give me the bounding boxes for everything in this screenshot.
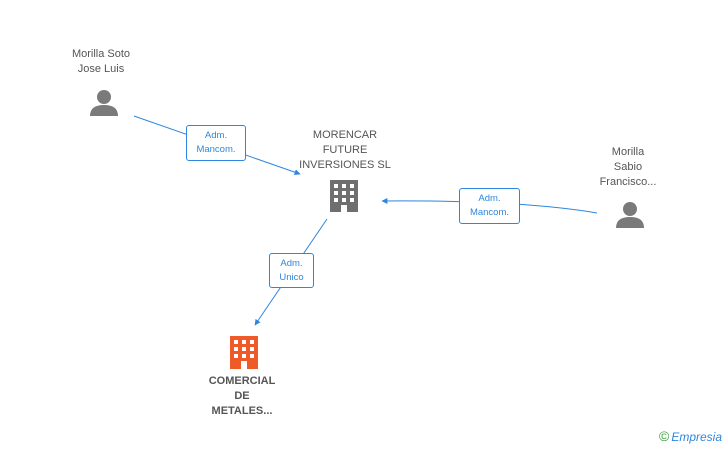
company-label-line: COMERCIAL: [208, 375, 276, 387]
copyright-icon: ©: [658, 428, 670, 444]
edge-label-line: Adm.: [478, 193, 501, 204]
person-label-morilla-soto[interactable]: Morilla Soto Jose Luis: [58, 47, 144, 77]
edge-label-adm-unico: Adm. Unico: [269, 253, 314, 288]
company-label-comercial-metales[interactable]: COMERCIAL DE METALES...: [196, 374, 288, 419]
person-label-line: Morilla Soto: [71, 48, 131, 60]
person-label-morilla-sabio[interactable]: Morilla Sabio Francisco...: [588, 145, 668, 190]
building-icon[interactable]: [330, 180, 358, 212]
edge-label-line: Adm.: [280, 258, 303, 269]
edge-label-line: Mancom.: [196, 144, 236, 155]
company-label-line: METALES...: [211, 405, 273, 417]
company-label-line: DE: [234, 390, 250, 402]
edge-label-adm-mancom: Adm. Mancom.: [186, 125, 246, 161]
edge-label-adm-mancom: Adm. Mancom.: [459, 188, 520, 224]
company-label-line: FUTURE: [322, 144, 368, 156]
edge-label-line: Unico: [279, 272, 304, 283]
edge-label-line: Mancom.: [469, 207, 510, 218]
brand-logo: Empresia: [671, 430, 722, 444]
person-label-line: Sabio: [613, 161, 643, 173]
person-label-line: Morilla: [611, 146, 645, 158]
person-label-line: Jose Luis: [77, 63, 125, 75]
empresia-watermark: ©Empresia: [659, 428, 722, 444]
person-label-line: Francisco...: [599, 176, 657, 188]
company-label-morencar[interactable]: MORENCAR FUTURE INVERSIONES SL: [290, 128, 400, 173]
company-label-line: MORENCAR: [312, 129, 378, 141]
company-label-line: INVERSIONES SL: [299, 159, 391, 171]
edge-label-line: Adm.: [204, 130, 228, 141]
person-icon[interactable]: [616, 202, 644, 228]
person-icon[interactable]: [90, 90, 118, 116]
building-icon[interactable]: [230, 336, 258, 369]
